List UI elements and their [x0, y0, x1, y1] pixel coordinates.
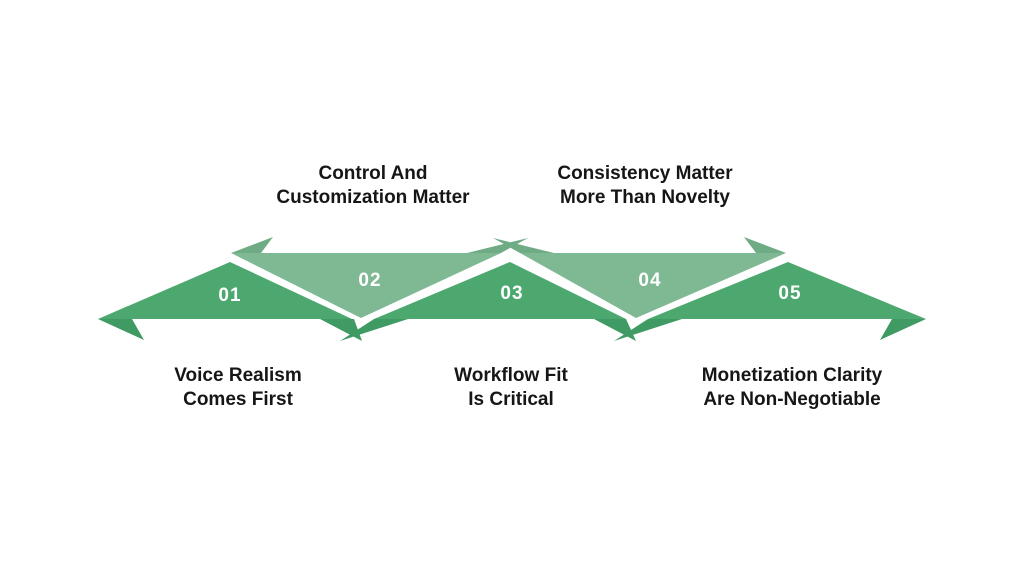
step-02-arrow-tail-left: [231, 237, 273, 253]
step-03-label-line2: Is Critical: [468, 389, 554, 410]
step-01-arrow-tail-left: [98, 319, 144, 340]
step-03-label: Workflow Fit Is Critical: [341, 364, 681, 412]
step-05-label-line2: Are Non-Negotiable: [703, 389, 881, 410]
step-02-fold-right: [467, 238, 528, 253]
step-01-label: Voice Realism Comes First: [68, 364, 408, 412]
step-02-number: 02: [358, 270, 382, 291]
step-04-label-line2: More Than Novelty: [560, 187, 730, 208]
step-05-label: Monetization Clarity Are Non-Negotiable: [622, 364, 962, 412]
step-01-label-line2: Comes First: [183, 389, 293, 410]
step-01-label-line1: Voice Realism: [174, 365, 302, 386]
step-05-number: 05: [778, 283, 802, 304]
step-02-triangle: [231, 253, 501, 318]
step-01-fold-right: [320, 319, 362, 341]
step-02-label-line1: Control And: [318, 163, 428, 184]
step-03-fold-right: [594, 319, 636, 341]
step-03-fold-left: [340, 319, 408, 341]
step-04-triangle: [520, 253, 786, 318]
step-04-label: Consistency Matter More Than Novelty: [475, 162, 815, 210]
step-05-label-line1: Monetization Clarity: [701, 365, 883, 386]
step-05-arrow-tail-right: [880, 319, 926, 340]
step-04-fold-left: [493, 238, 554, 253]
step-02-label: Control And Customization Matter: [203, 162, 543, 210]
step-03-number: 03: [500, 283, 524, 304]
step-01-triangle: [98, 262, 352, 319]
step-01-number: 01: [218, 285, 242, 306]
step-03-triangle: [374, 262, 626, 319]
step-02-label-line2: Customization Matter: [276, 187, 470, 208]
step-05-fold-left: [614, 319, 682, 341]
step-05-triangle: [648, 262, 926, 319]
step-04-number: 04: [638, 270, 662, 291]
step-03-label-line1: Workflow Fit: [454, 365, 568, 386]
step-04-label-line1: Consistency Matter: [557, 163, 733, 184]
step-04-arrow-tail-right: [744, 237, 786, 253]
